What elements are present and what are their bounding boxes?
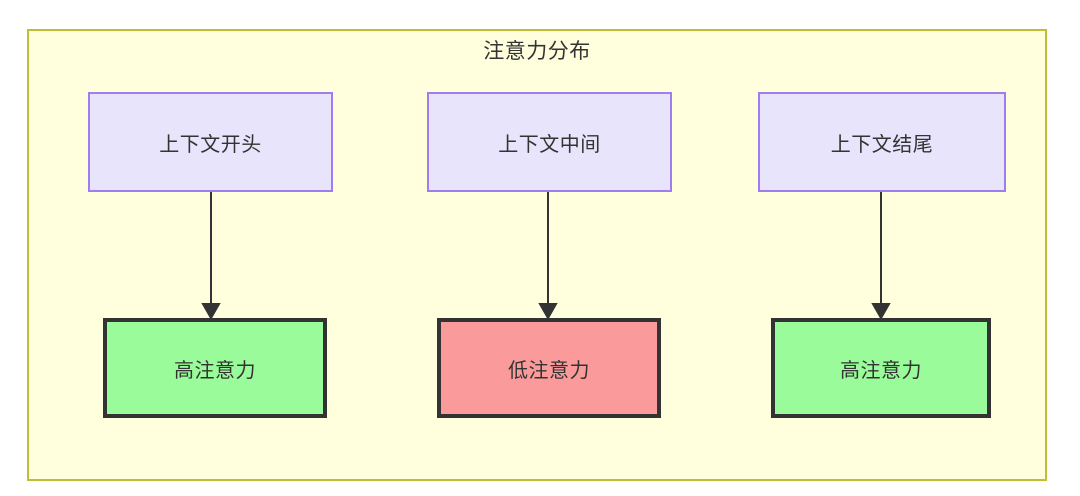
node-label: 上下文开头 [159,131,262,156]
node-label: 高注意力 [174,357,256,382]
node-label: 高注意力 [840,357,922,382]
node-context-middle[interactable]: 上下文中间 [427,92,672,192]
node-attention-end[interactable]: 高注意力 [771,318,991,418]
subgraph-title: 注意力分布 [483,39,591,63]
node-attention-middle[interactable]: 低注意力 [437,318,661,418]
node-label: 低注意力 [508,357,590,382]
node-context-end[interactable]: 上下文结尾 [758,92,1006,192]
node-context-start[interactable]: 上下文开头 [88,92,333,192]
node-label: 上下文结尾 [830,131,934,156]
node-attention-start[interactable]: 高注意力 [103,318,327,418]
node-label: 上下文中间 [498,131,601,156]
